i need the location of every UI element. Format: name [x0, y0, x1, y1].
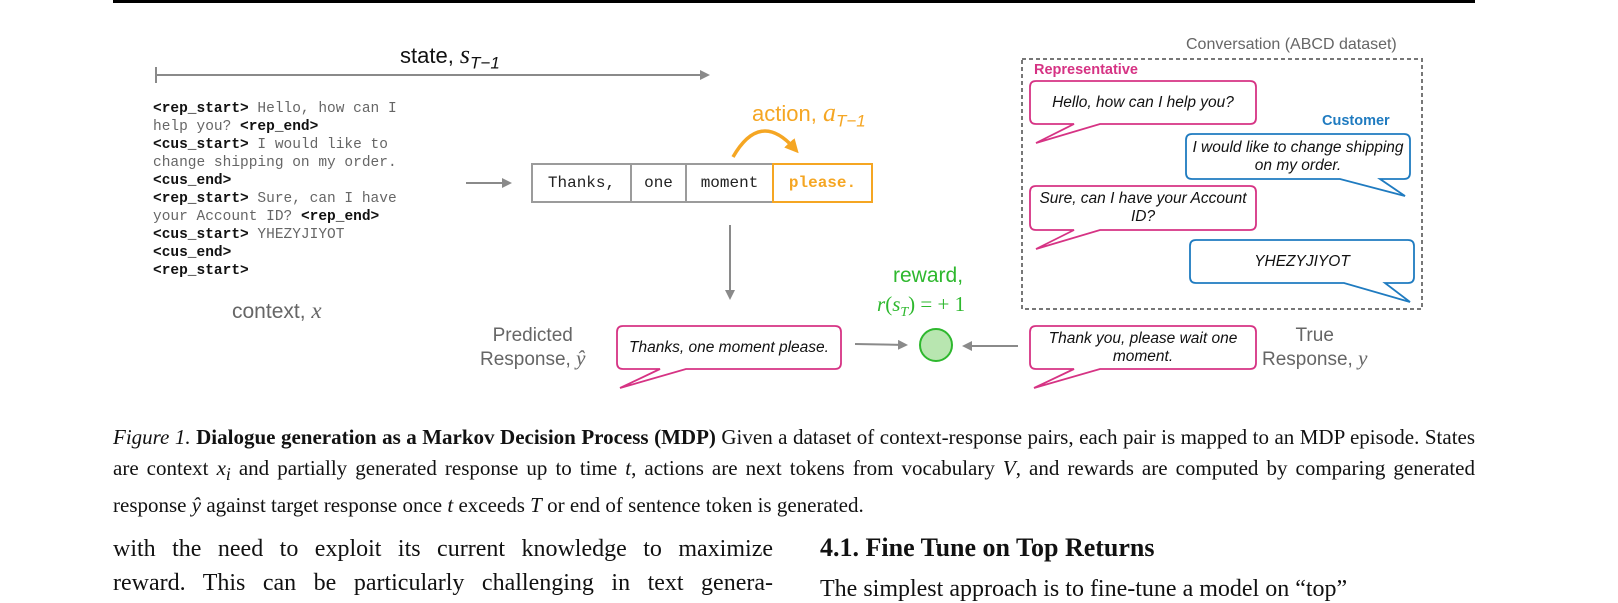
- context-line: change shipping on my order.: [153, 154, 443, 172]
- reward-label: reward,: [893, 264, 964, 287]
- true-response-label: True Response, y: [1262, 325, 1368, 370]
- special-token: <rep_start>: [153, 263, 249, 279]
- bubble-cus-1: [1185, 133, 1411, 197]
- true-response-text: Thank you, please wait one moment.: [1048, 329, 1238, 365]
- context-line: <cus_end>: [153, 172, 443, 190]
- special-token: <cus_start>: [153, 137, 249, 153]
- action-label: action, aT−1: [752, 98, 866, 131]
- conversation-title: Conversation (ABCD dataset): [1186, 36, 1397, 53]
- section-heading: 4.1. Fine Tune on Top Returns: [820, 533, 1155, 562]
- special-token: <cus_end>: [153, 173, 232, 189]
- context-line: <cus_start> YHEZYJIYOT: [153, 226, 443, 244]
- figure-caption: Figure 1. Dialogue generation as a Marko…: [113, 425, 1476, 518]
- reward-circle: [919, 328, 953, 362]
- top-rule: [113, 0, 1475, 3]
- action-curve-arrow: [731, 129, 799, 158]
- bubble-predicted: [616, 325, 842, 389]
- context-text: Hello, how can I: [248, 101, 397, 117]
- conversation-box: [1021, 58, 1423, 310]
- bubble-cus-1-text: I would like to change shipping on my or…: [1192, 138, 1404, 174]
- special-token: <rep_start>: [153, 101, 249, 117]
- bubble-cus-2-text: YHEZYJIYOT: [1254, 252, 1350, 270]
- context-line: <cus_start> I would like to: [153, 136, 443, 154]
- predicted-to-reward-arrow: [854, 339, 908, 350]
- context-text: YHEZYJIYOT: [248, 227, 345, 243]
- representative-label: Representative: [1034, 62, 1138, 78]
- context-line: your Account ID? <rep_end>: [153, 208, 443, 226]
- reward-formula: r(sT) = + 1: [877, 292, 966, 321]
- special-token: <rep_start>: [153, 191, 249, 207]
- context-text: I would like to: [248, 137, 388, 153]
- body-left-column: with the need to exploit its current kno…: [113, 532, 773, 600]
- figure-graphics: [155, 58, 1423, 389]
- customer-label: Customer: [1322, 113, 1390, 129]
- special-token: <cus_end>: [153, 245, 232, 261]
- context-text: Sure, can I have: [248, 191, 397, 207]
- context-line: <rep_start> Sure, can I have: [153, 190, 443, 208]
- bubble-rep-2: [1029, 185, 1257, 250]
- bubble-rep-1: [1029, 80, 1257, 144]
- token-box-one: one: [630, 163, 687, 203]
- context-text: help you?: [153, 119, 241, 135]
- token-box-moment: moment: [685, 163, 774, 203]
- token-box-please: please.: [772, 163, 873, 203]
- context-line: <rep_start>: [153, 262, 443, 280]
- context-line: help you? <rep_end>: [153, 118, 443, 136]
- body-left-line-1: with the need to exploit its current kno…: [113, 536, 773, 562]
- bubble-rep-1-text: Hello, how can I help you?: [1052, 93, 1234, 111]
- predicted-response-label: Predicted Response, ŷ: [480, 325, 586, 370]
- bubble-true: [1029, 325, 1257, 389]
- special-token: <rep_end>: [300, 209, 380, 225]
- context-line: <rep_start> Hello, how can I: [153, 100, 443, 118]
- body-left-line-2: reward. This can be particularly challen…: [113, 570, 773, 596]
- context-text: your Account ID?: [153, 209, 301, 225]
- body-right-partial-line: The simplest approach is to fine-tune a …: [820, 576, 1348, 602]
- special-token: <cus_start>: [153, 227, 249, 243]
- context-line: <cus_end>: [153, 244, 443, 262]
- predicted-response-text: Thanks, one moment please.: [629, 338, 829, 356]
- special-token: <rep_end>: [240, 119, 319, 135]
- state-label: state, sT−1: [400, 40, 500, 73]
- context-text: change shipping on my order.: [153, 155, 397, 171]
- bubble-cus-2: [1189, 239, 1415, 303]
- bubble-rep-2-text: Sure, can I have your Account ID?: [1039, 190, 1247, 225]
- token-box-thanks: Thanks,: [531, 163, 632, 203]
- context-label: context, x: [232, 298, 322, 323]
